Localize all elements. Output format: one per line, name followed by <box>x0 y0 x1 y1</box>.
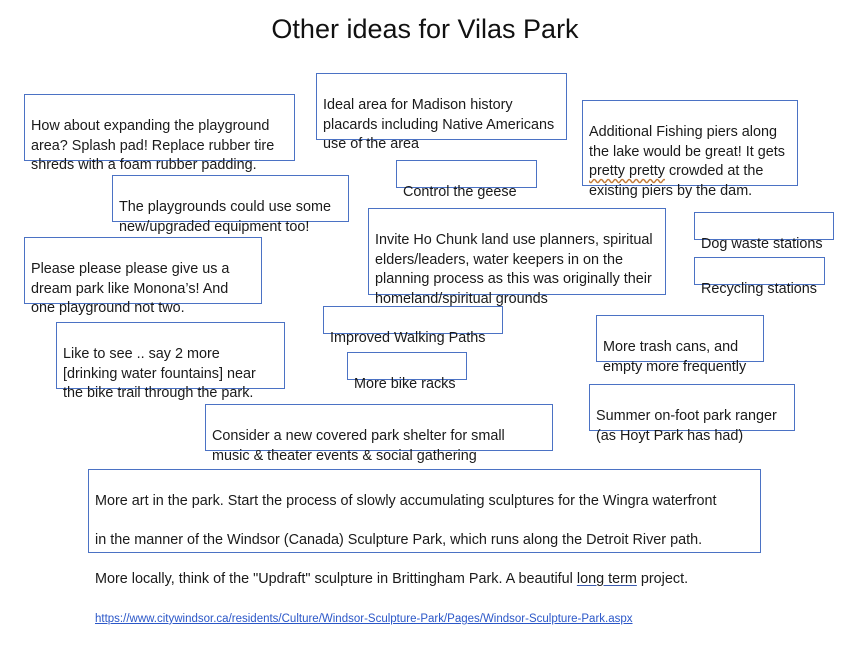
idea-note-text: Additional Fishing piers along the lake … <box>589 124 785 160</box>
idea-note-history-placards: Ideal area for Madison history placards … <box>316 73 567 152</box>
idea-note-recycling-stations: Recycling stations <box>694 257 825 297</box>
idea-note-dog-waste-stations: Dog waste stations <box>694 212 834 252</box>
idea-note-text: More locally, think of the "Updraft" scu… <box>95 571 577 588</box>
idea-note-text: More bike racks <box>354 376 456 393</box>
underlined-text: long term <box>576 571 637 588</box>
idea-note-text: How about expanding the playground area?… <box>31 118 275 174</box>
idea-note-text: crowded at the existing piers by the dam… <box>589 163 764 199</box>
idea-note-text: Invite Ho Chunk land use planners, spiri… <box>375 232 653 307</box>
idea-note-text: Summer on-foot park ranger (as Hoyt Park… <box>596 408 777 444</box>
idea-note-text: project. <box>636 571 689 588</box>
idea-note-trash-cans: More trash cans, and empty more frequent… <box>596 315 764 375</box>
idea-note-text: Ideal area for Madison history placards … <box>323 97 555 153</box>
idea-note-park-shelter: Consider a new covered park shelter for … <box>205 404 553 464</box>
idea-note-text: Please please please give us a dream par… <box>31 261 230 317</box>
slide-title: Other ideas for Vilas Park <box>271 14 579 44</box>
idea-note-playground-expansion: How about expanding the playground area?… <box>24 94 295 173</box>
idea-note-playground-equipment: The playgrounds could use some new/upgra… <box>112 175 349 235</box>
idea-note-walking-paths: Improved Walking Paths <box>323 306 503 346</box>
idea-note-text: Consider a new covered park shelter for … <box>212 428 505 464</box>
spellcheck-flagged-text: pretty pretty <box>589 163 665 180</box>
idea-note-art-in-park: More art in the park. Start the process … <box>88 469 761 625</box>
idea-note-text-line: More art in the park. Start the process … <box>95 493 717 510</box>
idea-note-park-ranger: Summer on-foot park ranger (as Hoyt Park… <box>589 384 795 444</box>
idea-note-water-fountains: Like to see .. say 2 more [drinking wate… <box>56 322 285 401</box>
idea-note-text: Like to see .. say 2 more [drinking wate… <box>63 346 256 402</box>
idea-note-text: Recycling stations <box>701 281 817 298</box>
idea-note-fishing-piers: Additional Fishing piers along the lake … <box>582 100 798 199</box>
idea-note-text: Dog waste stations <box>701 236 823 253</box>
idea-note-dream-park: Please please please give us a dream par… <box>24 237 262 316</box>
idea-note-text: More trash cans, and empty more frequent… <box>603 339 747 375</box>
idea-note-text: Control the geese <box>403 184 517 201</box>
idea-note-text: The playgrounds could use some new/upgra… <box>119 199 331 235</box>
idea-note-bike-racks: More bike racks <box>347 352 467 392</box>
idea-note-ho-chunk-planners: Invite Ho Chunk land use planners, spiri… <box>368 208 666 307</box>
idea-note-text-line: in the manner of the Windsor (Canada) Sc… <box>95 532 703 549</box>
windsor-sculpture-park-link[interactable]: https://www.citywindsor.ca/residents/Cul… <box>95 612 633 625</box>
idea-note-text-line: More locally, think of the "Updraft" scu… <box>95 570 754 589</box>
idea-note-text: Improved Walking Paths <box>330 330 486 347</box>
idea-note-control-geese: Control the geese <box>396 160 537 200</box>
